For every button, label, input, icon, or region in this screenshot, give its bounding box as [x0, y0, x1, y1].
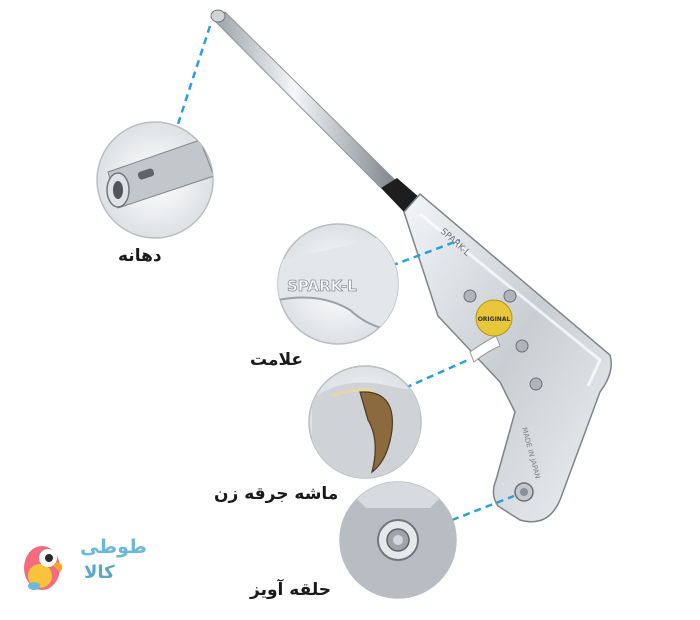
sticker-text: ORIGINAL — [478, 316, 511, 323]
nozzle-detail-circle — [96, 121, 214, 239]
brand-mark-detail-circle: SPARK-L — [277, 223, 399, 345]
nozzle-label: دهانه — [118, 246, 162, 266]
lighter-collar — [381, 178, 420, 212]
store-logo: طوطی كالا — [20, 536, 147, 596]
logo-text-primary: طوطی — [80, 536, 147, 558]
parrot-icon — [24, 546, 63, 590]
lighter-rod — [210, 9, 396, 189]
hanging-ring-label: حلقه آویز — [250, 580, 332, 600]
trigger-tab — [469, 335, 501, 363]
brand-mark-label: علامت — [250, 350, 304, 370]
spark-trigger-label: ماشه جرقه زن — [214, 484, 339, 504]
logo-text-secondary: كالا — [84, 562, 115, 583]
brand-mark-text: SPARK-L — [287, 277, 357, 295]
original-sticker — [475, 299, 513, 337]
hanging-ring-detail-circle — [339, 481, 457, 599]
lighter-body: ORIGINAL SPARK-L MADE IN JAPAN — [403, 192, 612, 523]
trigger-detail-circle — [308, 365, 422, 479]
